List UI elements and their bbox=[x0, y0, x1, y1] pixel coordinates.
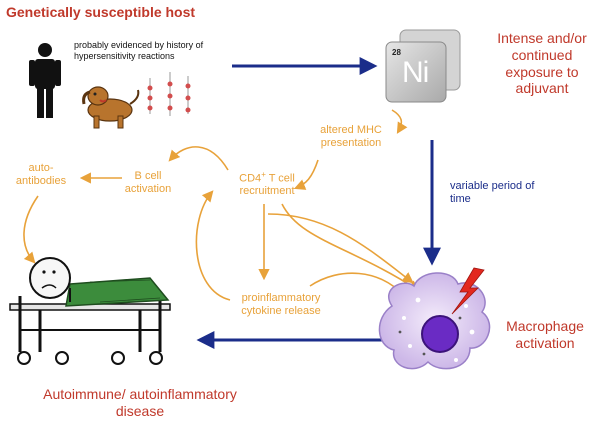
mhc-label: altered MHC presentation bbox=[320, 124, 382, 149]
mhc-to-cd4-arrow bbox=[293, 159, 319, 190]
bcell-label: B cell activation bbox=[124, 170, 172, 195]
cd4-main: CD4 bbox=[239, 172, 262, 185]
time-label: variable period of time bbox=[450, 180, 535, 205]
cd4-rest: T cell recruitment bbox=[239, 172, 295, 198]
person-icon bbox=[29, 43, 61, 118]
cd4-label: CD4+ T cell recruitment bbox=[212, 170, 322, 198]
cd4-to-bcell-arrow bbox=[168, 146, 229, 171]
macrophage-title: Macrophage activation bbox=[506, 318, 584, 351]
hypersensitivity-note: probably evidenced by history of hyperse… bbox=[74, 40, 204, 62]
macrophage-icon bbox=[378, 272, 491, 370]
mhc-to-macrophage-arrow bbox=[267, 213, 414, 284]
adjuvant-to-mhc-arrow bbox=[391, 109, 408, 134]
autoantibodies-label: auto-antibodies bbox=[15, 162, 67, 187]
patient-stretcher-icon bbox=[9, 257, 171, 365]
adjuvant-title: Intense and/or continued exposure to adj… bbox=[497, 30, 587, 97]
disease-title: Autoimmune/ autoinflammatory disease bbox=[43, 386, 237, 419]
autoantibodies-to-patient-arrow bbox=[23, 195, 39, 264]
flow-arrows bbox=[196, 57, 441, 349]
cytokine-to-cd4-loop-arrow bbox=[195, 190, 231, 301]
cd4-sup: + bbox=[261, 170, 266, 179]
dog-icon bbox=[82, 86, 140, 129]
cytokine-to-macrophage-arrow bbox=[309, 272, 404, 296]
host-title: Genetically susceptible host bbox=[6, 4, 196, 20]
nickel-element-icon bbox=[385, 29, 461, 103]
lightning-icon bbox=[451, 267, 485, 315]
element-number: 28 bbox=[392, 48, 401, 57]
element-symbol: Ni bbox=[402, 56, 429, 89]
cd4-to-macrophage-arrow bbox=[281, 203, 420, 292]
cytokine-label: proinflammatory cytokine release bbox=[241, 292, 321, 317]
jewelry-icon bbox=[147, 72, 191, 116]
pathway-arrows bbox=[23, 109, 420, 301]
